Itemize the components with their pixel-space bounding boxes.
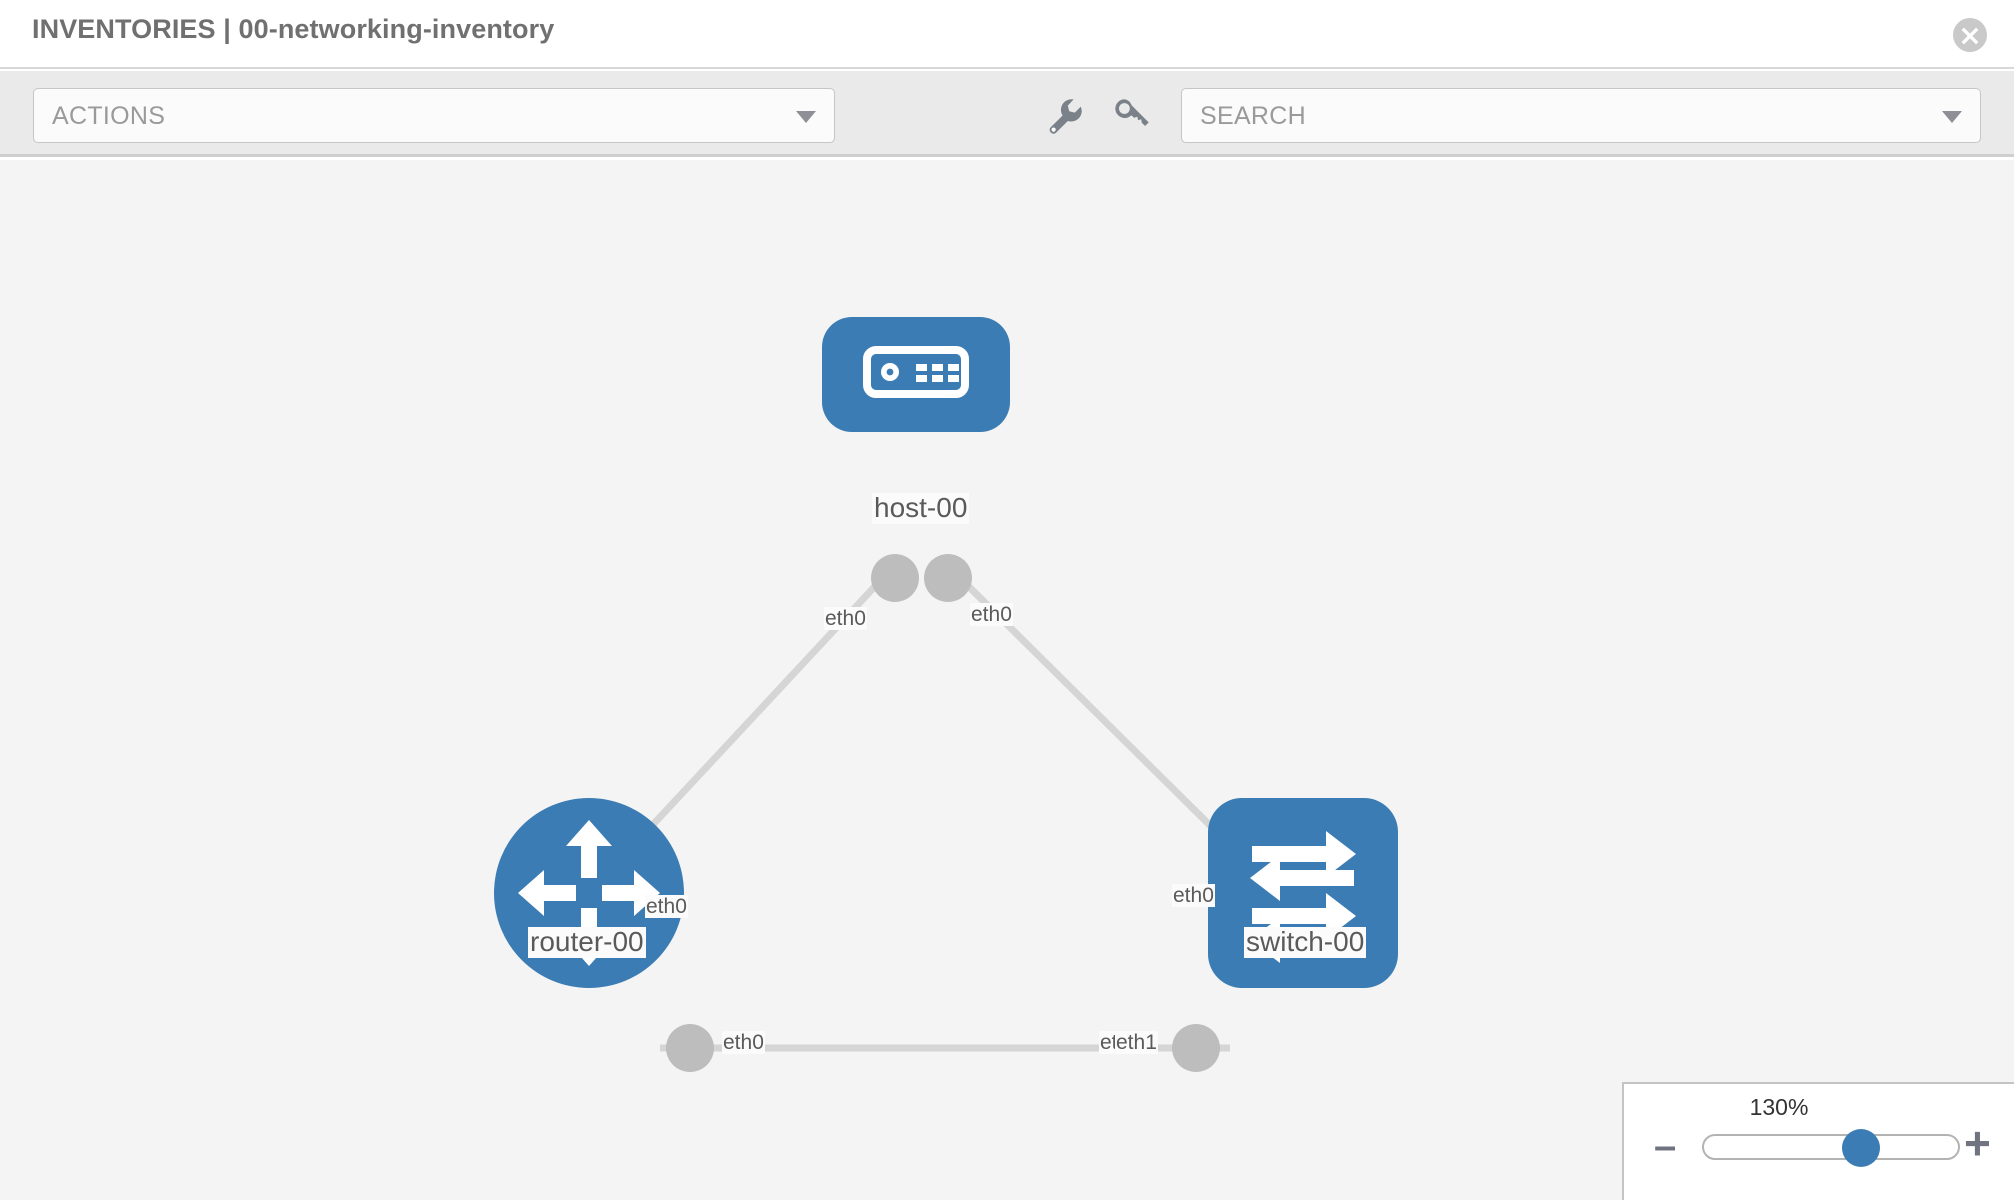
zoom-out-button[interactable]: – <box>1654 1124 1677 1168</box>
connector-router-right <box>666 1024 714 1072</box>
zoom-level-value: 130% <box>1749 1094 1809 1120</box>
wrench-icon[interactable] <box>1040 91 1088 139</box>
chevron-down-icon <box>796 111 816 123</box>
connector-host-left <box>871 554 919 602</box>
toolbar: ACTIONS SEARCH <box>0 71 2014 157</box>
iface-label-host-left: eth0 <box>824 607 867 631</box>
topology-connectors <box>666 554 1257 1072</box>
close-icon[interactable] <box>1953 18 1987 52</box>
chevron-down-icon[interactable] <box>1942 111 1962 123</box>
connector-host-right <box>924 554 972 602</box>
page-title: INVENTORIES | 00-networking-inventory <box>32 14 555 44</box>
iface-label-mid-eth1: eth1 <box>1115 1031 1158 1055</box>
zoom-control-panel: 130% – + <box>1622 1082 2014 1200</box>
connector-switch-left <box>1172 1024 1220 1072</box>
key-icon[interactable] <box>1108 91 1156 139</box>
node-host-00[interactable] <box>822 317 1010 437</box>
server-device-icon <box>863 346 969 398</box>
node-label-switch-00: switch-00 <box>1244 926 1367 958</box>
zoom-slider[interactable] <box>1702 1129 1960 1167</box>
page-header: INVENTORIES | 00-networking-inventory <box>0 0 2014 69</box>
iface-label-router-right: eth0 <box>722 1031 765 1055</box>
actions-dropdown[interactable]: ACTIONS <box>33 88 835 143</box>
node-switch-00-shape <box>1208 798 1398 988</box>
zoom-slider-thumb[interactable] <box>1842 1129 1880 1167</box>
zoom-in-button[interactable]: + <box>1964 1117 1991 1169</box>
topology-graph <box>617 554 1257 1072</box>
node-switch-00[interactable] <box>1208 798 1398 993</box>
search-input[interactable]: SEARCH <box>1181 88 1981 143</box>
iface-label-router-up: eth0 <box>645 895 688 919</box>
topology-canvas[interactable]: host-00 router-00 switch-00 eth0 eth0 et… <box>0 160 2014 1200</box>
actions-dropdown-label: ACTIONS <box>52 102 166 130</box>
search-placeholder: SEARCH <box>1200 102 1306 130</box>
node-label-router-00: router-00 <box>528 926 646 958</box>
node-host-00-shape <box>822 317 1010 432</box>
iface-label-switch-up: eth0 <box>1172 884 1215 908</box>
topology-links <box>617 565 1248 1052</box>
iface-label-host-right: eth0 <box>970 603 1013 627</box>
node-label-host-00: host-00 <box>872 492 970 524</box>
